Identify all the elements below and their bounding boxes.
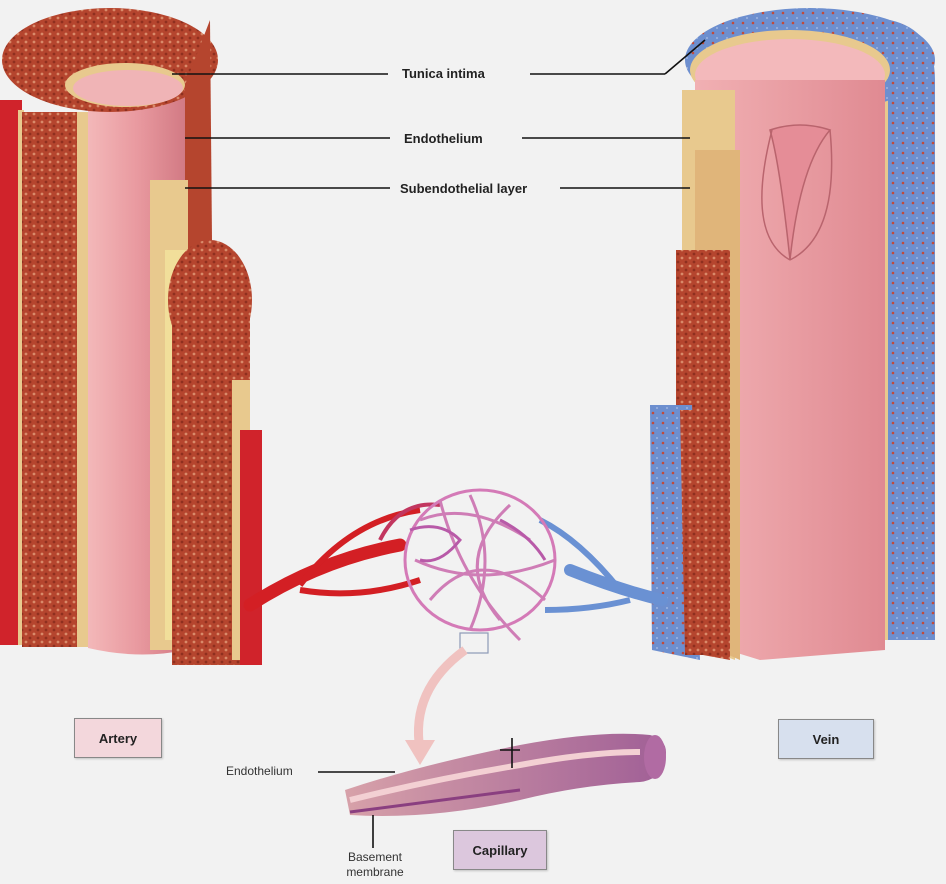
- label-capillary-endothelium: Endothelium: [226, 764, 293, 778]
- capillary-network: [243, 488, 668, 765]
- artery-illustration: [0, 8, 262, 665]
- label-basement-line2: membrane: [346, 865, 404, 879]
- leader-lines: [172, 39, 706, 848]
- capillary-closeup: [345, 733, 666, 816]
- capillary-label-box: Capillary: [453, 830, 547, 870]
- vein-label-box: Vein: [778, 719, 874, 759]
- label-basement-membrane: Basement membrane: [340, 850, 410, 880]
- label-basement-line1: Basement: [347, 850, 403, 864]
- label-endothelium: Endothelium: [404, 131, 483, 146]
- vein-illustration: [650, 8, 935, 660]
- label-subendothelial-layer: Subendothelial layer: [400, 181, 528, 196]
- label-tunica-intima: Tunica intima: [402, 66, 485, 81]
- artery-label-box: Artery: [74, 718, 162, 758]
